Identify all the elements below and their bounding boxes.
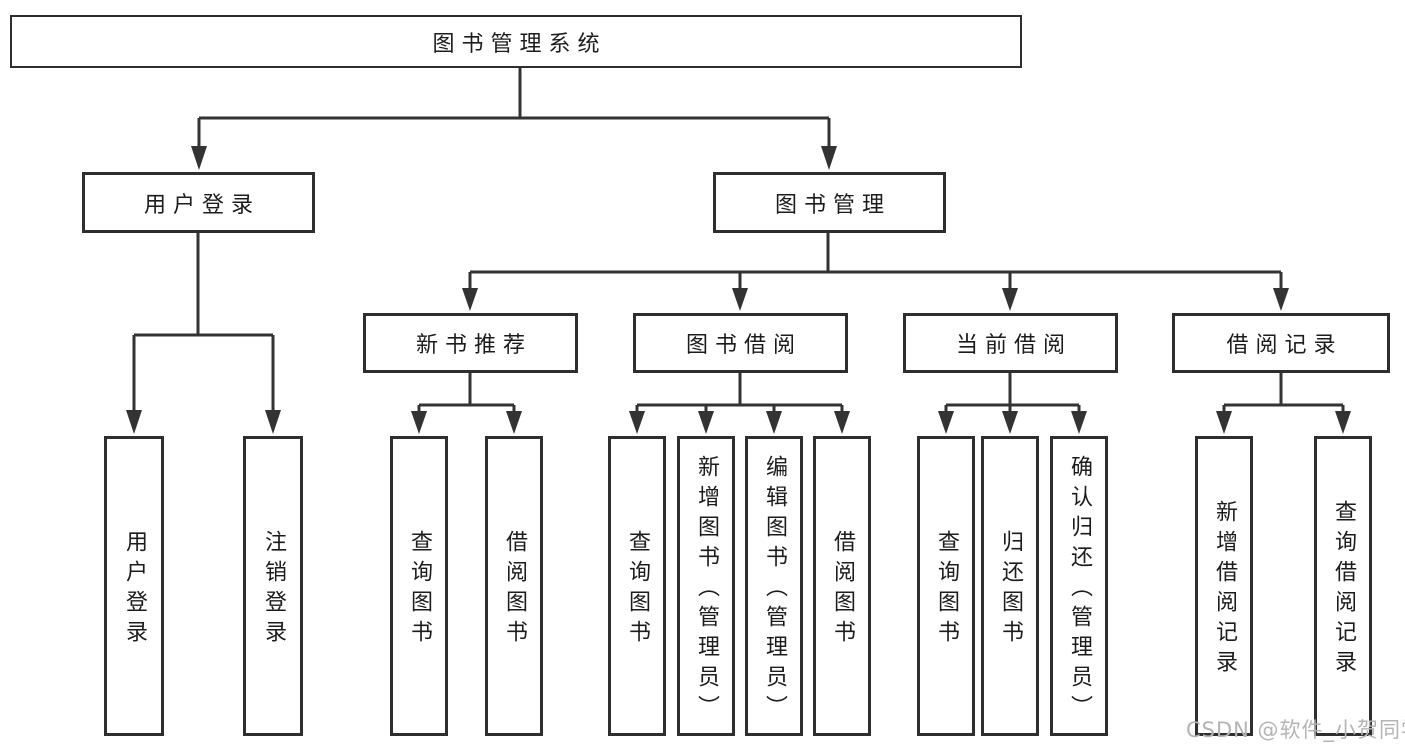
- node-label: 借阅记录: [1226, 333, 1343, 358]
- node-label: 查询图书: [407, 530, 432, 650]
- node-label: 确认归还（管理员）: [1067, 455, 1092, 725]
- node-label: 查询借阅记录: [1331, 500, 1356, 680]
- node-leaf-edit-books-admin: 编辑图书（管理员）: [745, 436, 803, 736]
- node-book-borrowing: 图书借阅: [633, 313, 848, 373]
- node-leaf-add-borrow-record: 新增借阅记录: [1195, 436, 1253, 736]
- node-label: 图书管理: [774, 192, 891, 218]
- node-label: 图书借阅: [685, 333, 802, 358]
- node-label: 图书管理系统: [432, 31, 607, 57]
- node-borrowing-records: 借阅记录: [1172, 313, 1390, 373]
- node-leaf-borrow-books-recommend: 借阅图书: [485, 436, 543, 736]
- node-user-login-branch: 用户登录: [82, 172, 315, 233]
- node-leaf-query-books-borrowing: 查询图书: [608, 436, 666, 736]
- node-label: 查询图书: [934, 530, 959, 650]
- node-leaf-query-books-current: 查询图书: [917, 436, 975, 736]
- node-label: 借阅图书: [502, 530, 527, 650]
- node-label: 归还图书: [998, 530, 1023, 650]
- node-label: 用户登录: [143, 192, 260, 218]
- node-new-book-recommend: 新书推荐: [363, 313, 578, 373]
- node-current-borrowing: 当前借阅: [903, 313, 1118, 373]
- node-label: 注销登录: [261, 530, 286, 650]
- node-leaf-query-books-recommend: 查询图书: [390, 436, 448, 736]
- node-leaf-return-books: 归还图书: [981, 436, 1039, 736]
- node-leaf-user-login: 用户登录: [104, 436, 164, 736]
- node-label: 新增借阅记录: [1212, 500, 1237, 680]
- node-label: 借阅图书: [830, 530, 855, 650]
- node-label: 当前借阅: [955, 333, 1072, 358]
- node-library-system: 图书管理系统: [10, 15, 1022, 68]
- arrowhead-icons: [126, 146, 1351, 434]
- node-label: 新增图书（管理员）: [694, 455, 719, 725]
- node-label: 用户登录: [122, 530, 147, 650]
- node-label: 查询图书: [625, 530, 650, 650]
- node-leaf-confirm-return-admin: 确认归还（管理员）: [1050, 436, 1108, 736]
- node-leaf-logout: 注销登录: [243, 436, 303, 736]
- node-label: 编辑图书（管理员）: [762, 455, 787, 725]
- node-leaf-add-books-admin: 新增图书（管理员）: [677, 436, 735, 736]
- node-book-management: 图书管理: [713, 172, 946, 233]
- node-leaf-borrow-books: 借阅图书: [813, 436, 871, 736]
- watermark: CSDN @软件_小贺同学: [1186, 718, 1405, 742]
- node-label: 新书推荐: [415, 333, 532, 358]
- node-leaf-query-borrow-record: 查询借阅记录: [1314, 436, 1372, 736]
